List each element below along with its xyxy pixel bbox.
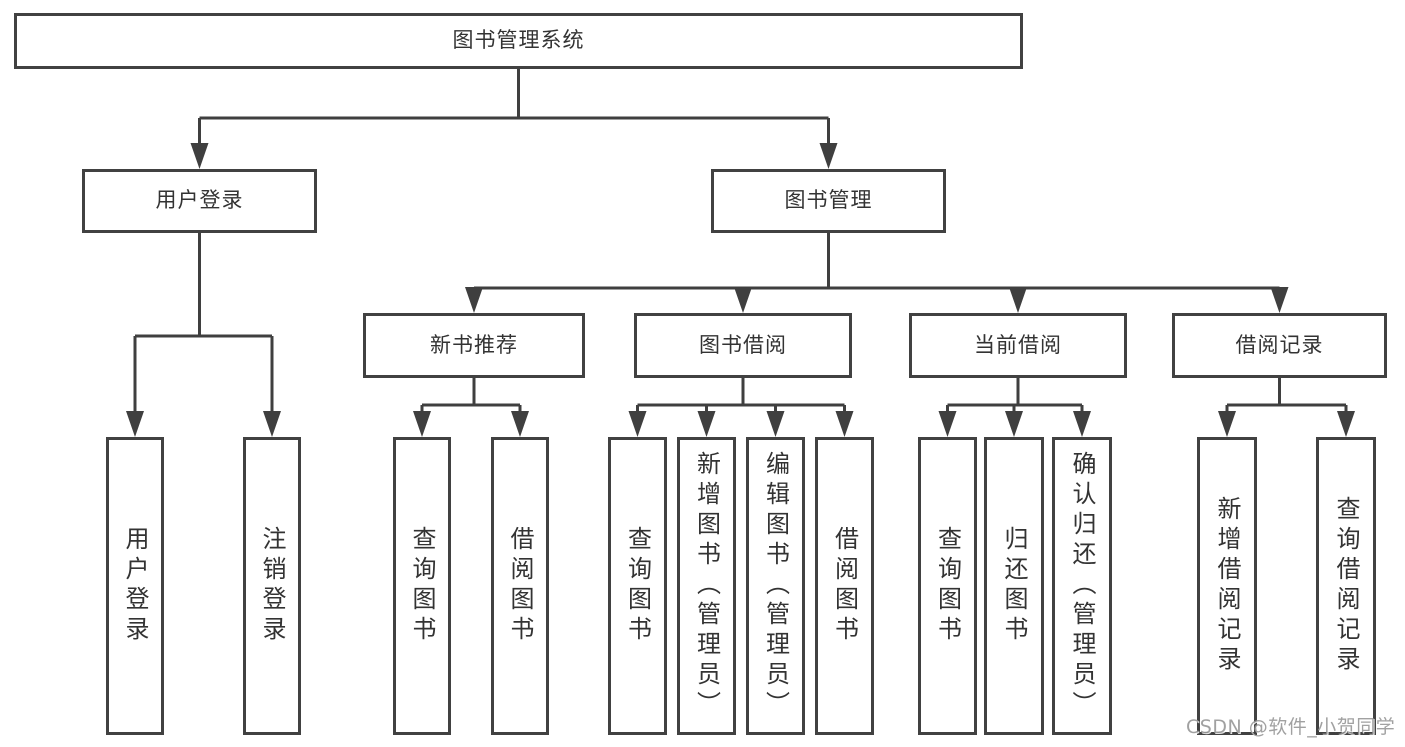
leaf-logout: 注销登录 [243,437,301,735]
leaf-query-books-recommend: 查询图书 [393,437,451,735]
node-book-borrowing: 图书借阅 [634,313,852,378]
node-user-login-module: 用户登录 [82,169,317,233]
node-root-system: 图书管理系统 [14,13,1023,69]
leaf-query-borrow-record: 查询借阅记录 [1316,437,1376,735]
leaf-user-login: 用户登录 [106,437,164,735]
leaf-return-books: 归还图书 [984,437,1044,735]
watermark-text: CSDN @软件_小贺同学 [1186,716,1396,738]
leaf-query-books-borrowing: 查询图书 [608,437,667,735]
node-book-management-module: 图书管理 [711,169,946,233]
leaf-edit-books-admin: 编辑图书（管理员） [746,437,805,735]
leaf-confirm-return-admin: 确认归还（管理员） [1052,437,1112,735]
node-current-borrowing: 当前借阅 [909,313,1127,378]
leaf-add-borrow-record: 新增借阅记录 [1197,437,1257,735]
leaf-borrow-books: 借阅图书 [815,437,874,735]
node-borrowing-records: 借阅记录 [1172,313,1387,378]
leaf-query-books-current: 查询图书 [918,437,977,735]
node-new-book-recommendation: 新书推荐 [363,313,585,378]
leaf-add-books-admin: 新增图书（管理员） [677,437,736,735]
leaf-borrow-books-recommend: 借阅图书 [491,437,549,735]
